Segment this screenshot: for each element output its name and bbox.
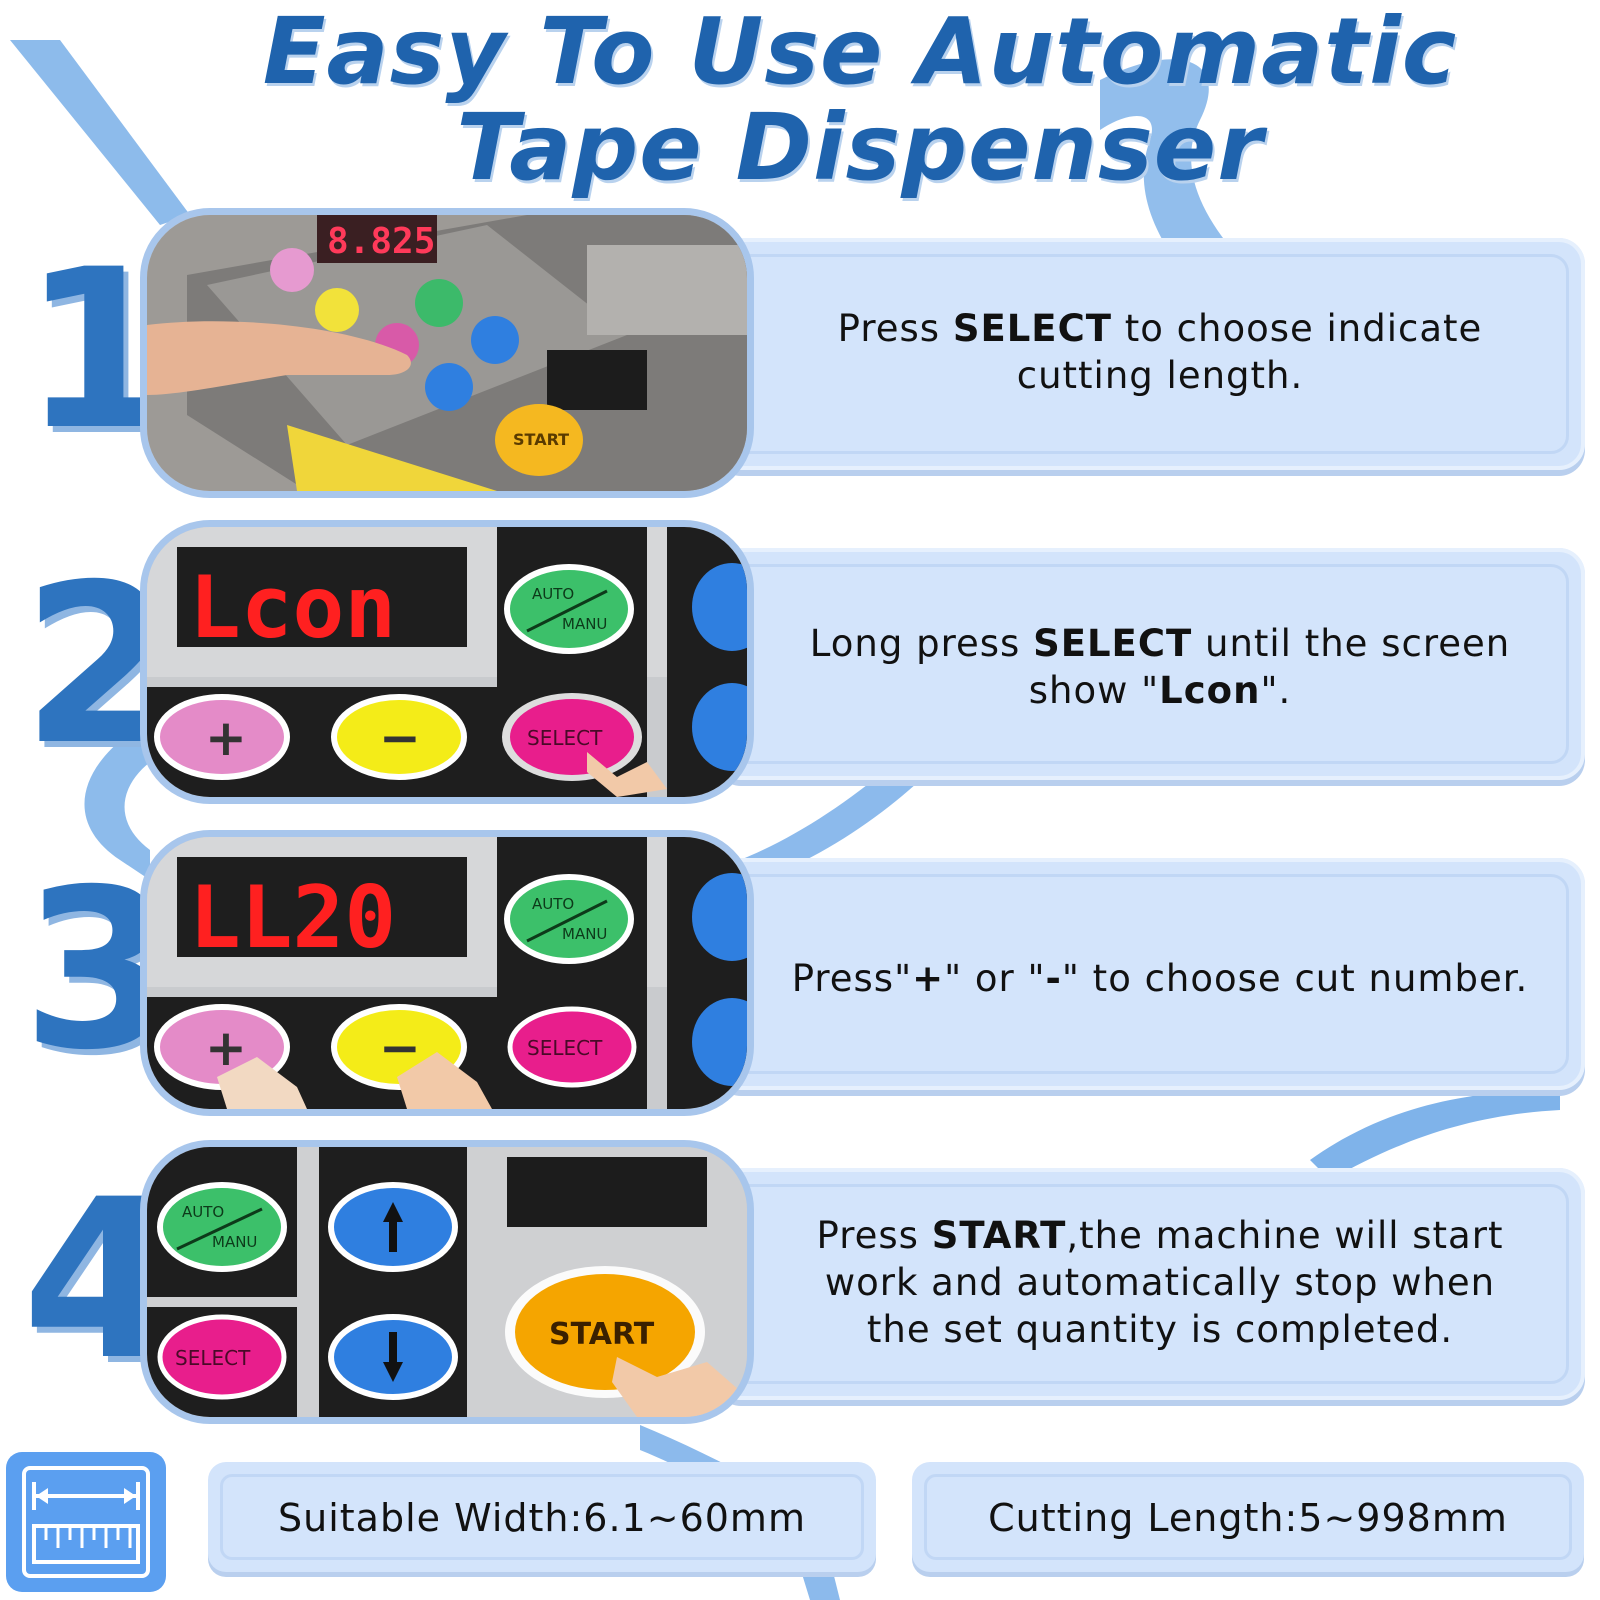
step-text-3: Press"+" or "-" to choose cut number. [791, 957, 1529, 1000]
svg-text:LL20: LL20 [189, 868, 396, 968]
spec-length-text: Cutting Length:5~998mm [988, 1496, 1508, 1540]
svg-text:8.825: 8.825 [327, 221, 435, 262]
led-display: 8.825 [317, 215, 437, 263]
select-button[interactable] [510, 699, 634, 775]
svg-text:START: START [549, 1317, 655, 1352]
step-photo-2: Lcon AUTO MANU + − SELECT [140, 520, 754, 804]
svg-text:START: START [513, 430, 569, 449]
svg-text:+: + [205, 709, 247, 767]
auto-manu-button[interactable] [415, 279, 463, 327]
led-display [177, 547, 467, 647]
svg-text:MANU: MANU [212, 1233, 257, 1251]
svg-text:SELECT: SELECT [527, 726, 603, 750]
start-button[interactable] [495, 404, 583, 476]
step-photo-1: 8.825 START [140, 208, 754, 498]
step-card-4 [715, 1168, 1585, 1400]
finger-icon [147, 321, 411, 395]
svg-text:MANU: MANU [562, 925, 607, 943]
spec-width-card: Suitable Width:6.1~60mm [208, 1462, 876, 1572]
spec-width-text: Suitable Width:6.1~60mm [278, 1496, 806, 1540]
finger-icon [612, 1357, 747, 1417]
svg-text:SELECT: SELECT [175, 1346, 251, 1370]
svg-text:AUTO: AUTO [532, 585, 574, 603]
svg-text:MANU: MANU [562, 615, 607, 633]
arrow-up-button[interactable] [471, 316, 519, 364]
svg-text:−: − [379, 709, 421, 767]
step-photo-3: LL20 AUTO MANU + − SELECT [140, 830, 754, 1116]
start-button[interactable] [515, 1274, 695, 1390]
page-title-line-2: Tape Dispenser [456, 94, 1264, 201]
spec-length-card: Cutting Length:5~998mm [912, 1462, 1584, 1572]
arrow-down-button[interactable] [692, 998, 747, 1086]
step-text-2: Long press SELECT until the screen show … [809, 622, 1511, 712]
arrow-up-button[interactable] [692, 873, 747, 961]
minus-button[interactable] [315, 288, 359, 332]
step-text-4: Press START,the machine will start work … [816, 1214, 1504, 1351]
page-title-line-1: Easy To Use Automatic [262, 0, 1458, 105]
select-button[interactable] [507, 1006, 637, 1088]
warning-label [287, 425, 497, 491]
arrow-down-button[interactable] [692, 683, 747, 771]
select-button[interactable] [157, 1314, 287, 1400]
ruler-icon [6, 1452, 166, 1592]
finger-icon [397, 1052, 492, 1109]
finger-icon [587, 752, 667, 797]
finger-icon [217, 1057, 307, 1109]
svg-text:AUTO: AUTO [532, 895, 574, 913]
led-display [177, 857, 467, 957]
arrow-up-button[interactable] [692, 563, 747, 651]
svg-text:AUTO: AUTO [182, 1203, 224, 1221]
step-card-3 [715, 858, 1585, 1090]
minus-button[interactable] [331, 694, 467, 780]
arrow-down-button[interactable] [425, 363, 473, 411]
step-photo-4: AUTO MANU SELECT START [140, 1140, 754, 1424]
svg-text:Lcon: Lcon [189, 558, 396, 658]
step-text-1: Press SELECT to choose indicate cutting … [837, 307, 1483, 397]
plus-button[interactable] [270, 248, 314, 292]
svg-text:SELECT: SELECT [527, 1036, 603, 1060]
